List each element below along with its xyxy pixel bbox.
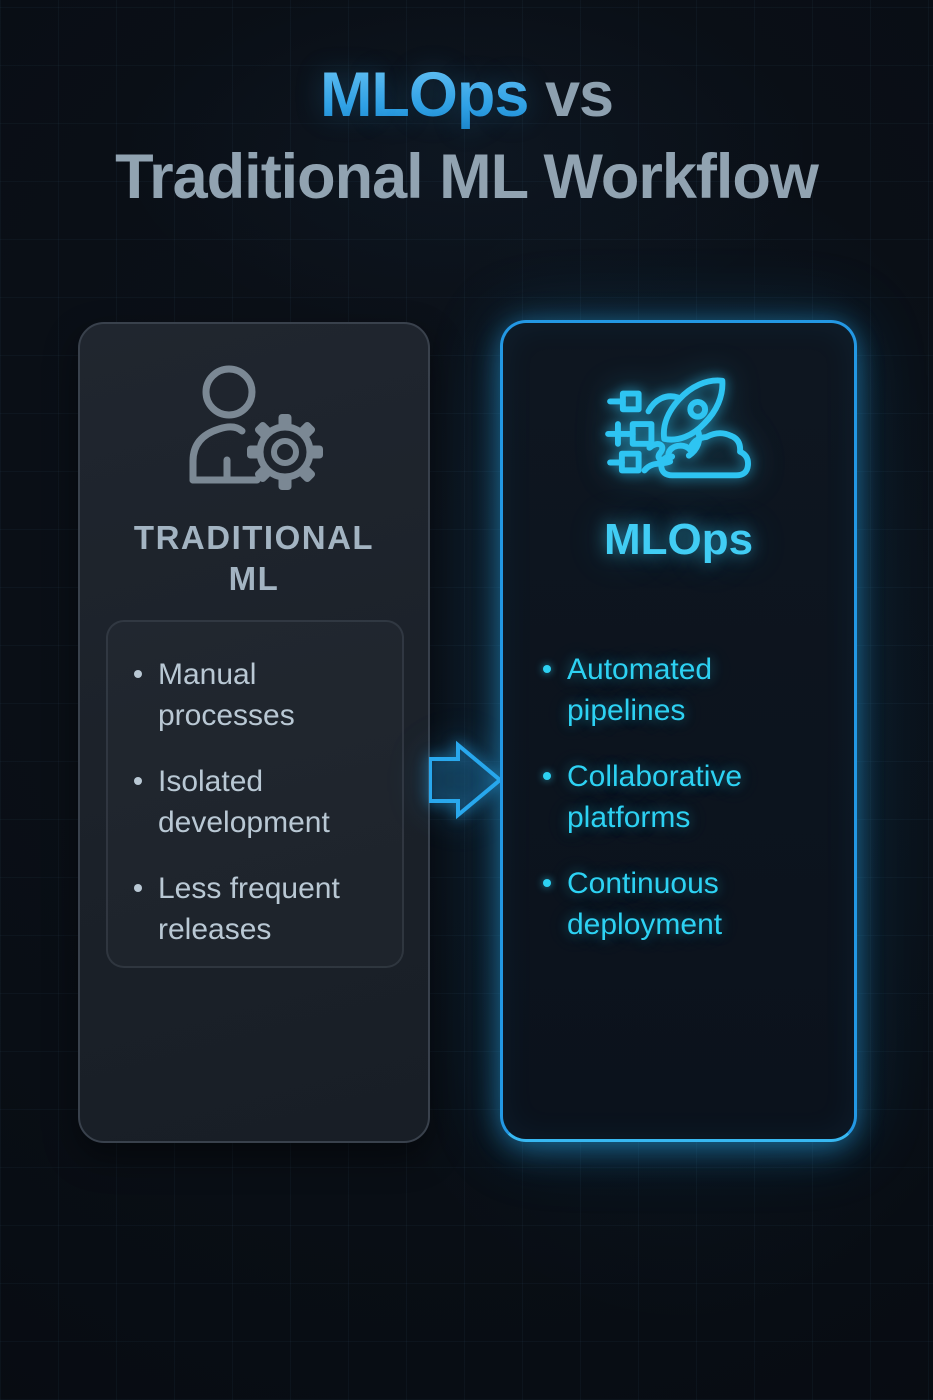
bullet-dot (543, 665, 551, 673)
mlops-card: MLOps Automated pipelines Collaborative … (500, 320, 857, 1142)
person-gear-icon (80, 362, 428, 492)
bullet-label: Automated pipelines (567, 653, 713, 727)
list-item: Manual processes (134, 654, 382, 736)
bullet-label: Isolated development (158, 765, 330, 839)
mlops-bullets-list: Automated pipelines Collaborative platfo… (543, 649, 833, 970)
arrow-right-icon (429, 740, 503, 820)
bullet-dot (543, 772, 551, 780)
traditional-ml-card: TRADITIONAL ML Manual processes Isolated… (78, 322, 430, 1143)
bullet-label: Continuous deployment (567, 867, 723, 941)
rocket-launch-icon (503, 367, 854, 495)
bullet-dot (134, 777, 142, 785)
title-rest: vs (528, 60, 614, 130)
list-item: Less frequent releases (134, 868, 382, 950)
bullet-dot (134, 884, 142, 892)
title-line2: Traditional ML Workflow (115, 142, 819, 212)
bullet-label: Less frequent releases (158, 872, 340, 946)
title-highlight: MLOps (319, 60, 529, 130)
traditional-bullets-panel: Manual processes Isolated development Le… (106, 620, 404, 968)
traditional-ml-heading: TRADITIONAL ML (133, 519, 375, 597)
bullet-label: Collaborative platforms (567, 760, 743, 834)
bullet-dot (134, 670, 142, 678)
list-item: Automated pipelines (543, 649, 833, 731)
list-item: Collaborative platforms (543, 756, 833, 838)
list-item: Continuous deployment (543, 863, 833, 945)
title-line1: MLOps vs (0, 54, 933, 136)
bullet-dot (543, 879, 551, 887)
page-title: MLOps vs Traditional ML Workflow (0, 54, 933, 218)
bullet-label: Manual processes (158, 658, 295, 732)
gear (247, 414, 323, 490)
mlops-heading: MLOps (603, 515, 754, 564)
list-item: Isolated development (134, 761, 382, 843)
